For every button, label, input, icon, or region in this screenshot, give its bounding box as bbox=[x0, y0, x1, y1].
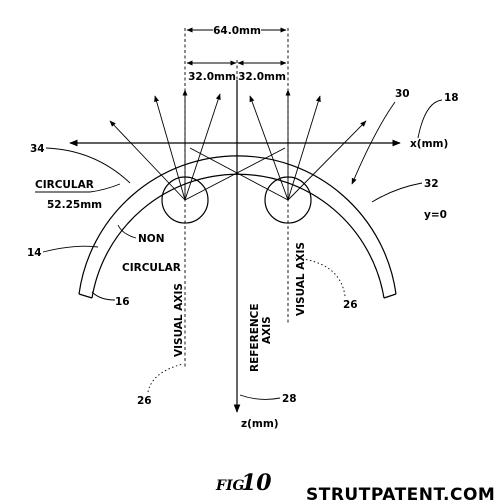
y-zero-label: y=0 bbox=[424, 209, 447, 221]
ref-32: 32 bbox=[424, 178, 439, 190]
ref-16: 16 bbox=[115, 296, 130, 308]
left-eye-rays bbox=[109, 89, 286, 201]
dim-left-label: 32.0mm bbox=[188, 71, 236, 83]
visual-axis-right-label: VISUAL AXIS bbox=[295, 242, 307, 316]
x-axis-label: x(mm) bbox=[410, 138, 448, 150]
non-label: NON bbox=[138, 233, 165, 245]
watermark-text: STRUTPATENT.COM bbox=[306, 485, 495, 500]
ref-30: 30 bbox=[395, 88, 410, 100]
ref-34: 34 bbox=[30, 143, 45, 155]
ref-14: 14 bbox=[27, 247, 42, 259]
axis-label: AXIS bbox=[261, 316, 273, 344]
surface-labels: CIRCULAR 52.25mm NON CIRCULAR y=0 bbox=[35, 179, 447, 274]
visual-axis-left-label: VISUAL AXIS bbox=[173, 283, 185, 357]
circular-label: CIRCULAR bbox=[35, 179, 94, 191]
reference-label: REFERENCE bbox=[249, 303, 261, 372]
figure-caption-prefix: FIG. bbox=[215, 478, 249, 494]
ref-26-left: 26 bbox=[137, 395, 152, 407]
dim-total-label: 64.0mm bbox=[213, 25, 261, 37]
right-eye-rays bbox=[189, 89, 367, 201]
reference-numerals: 30 18 34 32 14 16 26 26 28 bbox=[27, 88, 459, 407]
non-circular-label: CIRCULAR bbox=[122, 262, 181, 274]
ref-26-right: 26 bbox=[343, 299, 358, 311]
radius-label: 52.25mm bbox=[47, 199, 102, 211]
figure-caption-number: 10 bbox=[241, 470, 272, 496]
z-axis-label: z(mm) bbox=[241, 418, 279, 430]
ref-18: 18 bbox=[444, 92, 459, 104]
dim-right-label: 32.0mm bbox=[238, 71, 286, 83]
ref-28: 28 bbox=[282, 393, 297, 405]
